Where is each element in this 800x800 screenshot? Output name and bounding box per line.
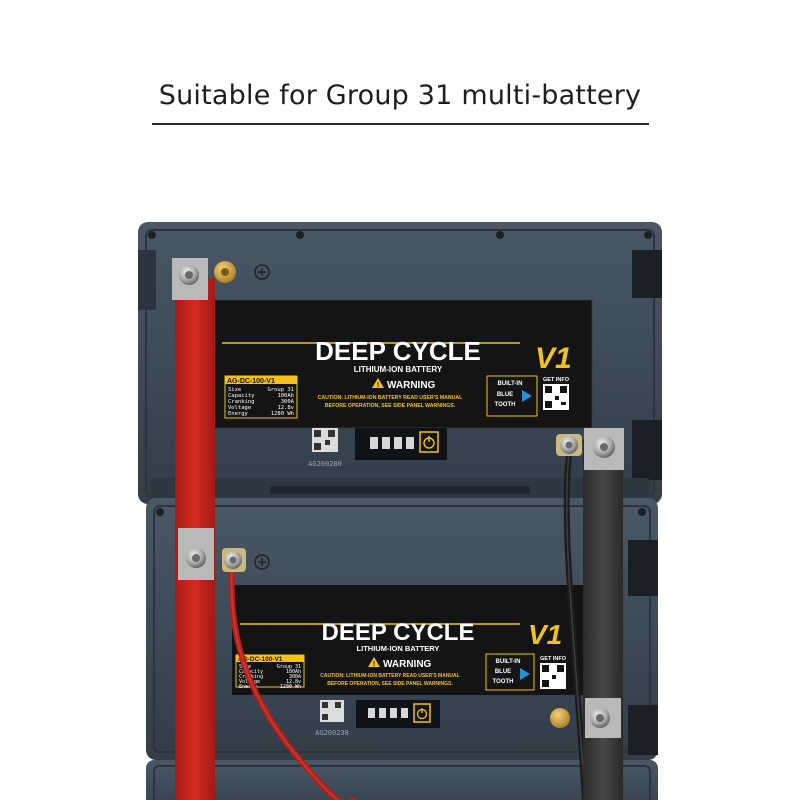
warning-text: CAUTION: LITHIUM-ION BATTERY READ USER'S… [320,673,459,679]
bolt-icon [593,436,615,458]
bolt-icon [186,548,206,568]
warning-title: WARNING [383,659,432,670]
bolt-icon [560,436,578,454]
svg-text:!: ! [377,382,379,389]
bluetooth-label: TOOTH [495,402,516,408]
headline-underline [152,123,649,125]
plus-terminal-mark-icon [254,264,270,280]
spec-key: Capacity [239,669,263,675]
handle-block [632,250,662,298]
model-number: AG-DC-100-V1 [227,378,275,385]
bolt-icon [224,551,242,569]
warning-text: BEFORE OPERATION, SEE SIDE PANEL WARNING… [327,681,453,687]
spec-key: Energy [239,684,257,690]
handle-block [628,540,658,596]
label-subtitle: LITHIUM-ION BATTERY [354,365,443,374]
spec-value: 300A [289,674,301,680]
qr-code-icon [320,700,344,722]
spec-value: Group 31 [268,387,295,393]
black-busbar [583,428,624,800]
power-icon [416,708,428,720]
spec-value: 12.8v [277,405,294,411]
battery-label: DEEP CYCLE LITHIUM-ION BATTERY V1 AG-DC-… [211,299,593,429]
qr-code-icon [543,384,569,410]
warning-text: CAUTION: LITHIUM-ION BATTERY READ USER'S… [318,395,463,401]
bluetooth-label: BLUE [495,669,511,675]
battery-label: DEEP CYCLE LITHIUM-ION BATTERY V1 AG-DC-… [232,585,600,695]
bluetooth-label: BLUE [497,392,513,398]
get-info-label: GET INFO [540,656,567,662]
label-title: DEEP CYCLE [315,336,481,366]
spec-key: Capacity [228,393,255,399]
bluetooth-label: BUILT-IN [496,659,521,665]
handle-block [632,420,662,480]
bolt-icon [590,708,610,728]
serial-number: AG200238 [315,729,349,737]
bluetooth-label: BUILT-IN [498,381,523,387]
arrow-right-icon [520,668,530,680]
brass-terminal [550,708,570,728]
spec-key: Energy [228,411,249,417]
status-panel [356,700,440,728]
power-icon [423,436,435,449]
spec-key: Voltage [228,405,251,411]
handle-block [628,705,658,755]
bluetooth-label: TOOTH [493,679,514,685]
get-info-label: GET INFO [543,377,570,383]
spec-key: Size [228,387,241,393]
label-subtitle: LITHIUM-ION BATTERY [357,644,440,653]
spec-value: 1280 Wh [271,411,294,417]
spec-value: 1280 Wh [280,684,301,690]
battery-bottom [146,760,658,800]
spec-key: Cranking [228,399,255,405]
warning-triangle-icon: ! [368,657,380,668]
qr-code-icon [312,428,338,452]
spec-value: 300A [281,399,295,405]
serial-number: AG200280 [308,460,342,468]
v1-logo: V1 [535,342,572,375]
v1-logo: V1 [528,619,562,650]
arrow-right-icon [522,390,532,402]
bolt-icon [179,265,199,285]
svg-text:!: ! [373,661,375,668]
qr-code-icon [540,663,566,689]
red-busbar [172,258,215,800]
warning-triangle-icon: ! [372,378,384,389]
spec-value: 100Ah [277,393,294,399]
battery-case [146,760,658,800]
plus-terminal-mark-icon [254,554,270,570]
warning-title: WARNING [387,380,436,391]
model-number: AG-DC-100-V1 [238,656,283,663]
status-panel [355,428,447,460]
battery-top: DEEP CYCLE LITHIUM-ION BATTERY V1 AG-DC-… [138,222,662,504]
label-title: DEEP CYCLE [322,619,475,646]
spec-value: 12.8v [286,679,301,685]
warning-text: BEFORE OPERATION, SEE SIDE PANEL WARNING… [325,403,456,409]
headline: Suitable for Group 31 multi-battery [158,80,642,111]
spec-value: Group 31 [277,664,301,670]
battery-middle: DEEP CYCLE LITHIUM-ION BATTERY V1 AG-DC-… [146,498,658,760]
spec-value: 100Ah [286,669,301,675]
